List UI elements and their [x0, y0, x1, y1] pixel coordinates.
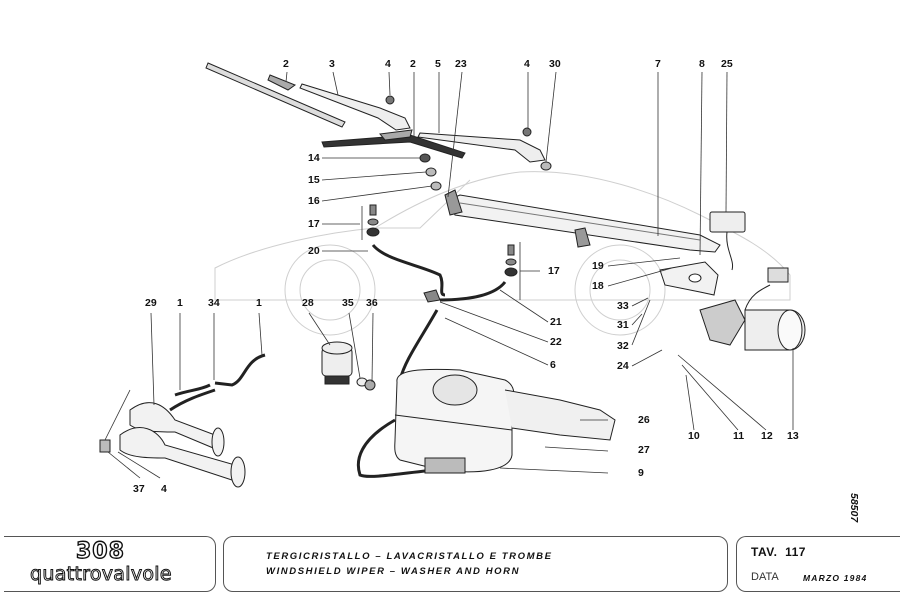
callout-2-blade: 2: [410, 58, 416, 70]
wiper-arm-right: [417, 127, 552, 171]
callout-31: 31: [617, 319, 629, 331]
washer-reservoir: [394, 368, 616, 474]
date-label: DATA: [751, 571, 779, 583]
callout-9: 9: [638, 467, 644, 479]
callout-25: 25: [721, 58, 733, 70]
callout-32: 32: [617, 340, 629, 352]
callout-34: 34: [208, 297, 220, 309]
washer-jets: [366, 204, 518, 303]
wiper-blade-right: [321, 129, 466, 159]
callout-26: 26: [638, 414, 650, 426]
callout-1: 1: [256, 297, 262, 309]
plate-info-panel: TAV. 117 DATA MARZO 1984: [736, 536, 900, 592]
callout-2-blade: 2: [283, 58, 289, 70]
callout-21: 21: [550, 316, 562, 328]
wiper-motor: [699, 267, 806, 351]
plate-value: 117: [785, 545, 806, 559]
callout-24: 24: [617, 360, 629, 372]
callout-37: 37: [133, 483, 145, 495]
wiper-linkage: [444, 189, 721, 253]
callout-12: 12: [761, 430, 773, 442]
callout-15: 15: [308, 174, 320, 186]
callout-7: 7: [655, 58, 661, 70]
callout-19: 19: [592, 260, 604, 272]
callout-17: 17: [548, 265, 560, 277]
callout-6: 6: [550, 359, 556, 371]
callout-35: 35: [342, 297, 354, 309]
callout-1: 1: [177, 297, 183, 309]
callout-29: 29: [145, 297, 157, 309]
horn-compressor: [321, 341, 376, 391]
callout-30: 30: [549, 58, 561, 70]
callout-5: 5: [435, 58, 441, 70]
sheet-title-english: WINDSHIELD WIPER – WASHER AND HORN: [266, 566, 521, 577]
callout-23: 23: [455, 58, 467, 70]
exploded-parts-diagram: [99, 62, 806, 488]
callout-28: 28: [302, 297, 314, 309]
model-logo-panel: 308 quattrovalvole: [4, 536, 216, 592]
callout-18: 18: [592, 280, 604, 292]
model-logo-number: 308: [75, 538, 125, 564]
callout-4: 4: [161, 483, 167, 495]
callout-10: 10: [688, 430, 700, 442]
callout-20: 20: [308, 245, 320, 257]
callout-22: 22: [550, 336, 562, 348]
plate-number: TAV. 117: [751, 545, 806, 559]
motor-bracket: [659, 261, 719, 296]
callout-4: 4: [385, 58, 391, 70]
callout-16: 16: [308, 195, 320, 207]
callout-14: 14: [308, 152, 320, 164]
car-silhouette: [214, 171, 791, 336]
callout-33: 33: [617, 300, 629, 312]
callout-27: 27: [638, 444, 650, 456]
wiper-arm-left: [299, 83, 411, 131]
plate-label: TAV.: [751, 545, 778, 559]
relay: [709, 211, 746, 271]
date-value: MARZO 1984: [803, 573, 868, 583]
sheet-title-panel: TERGICRISTALLO – LAVACRISTALLO E TROMBE …: [223, 536, 728, 592]
wiper-blade-left: [205, 62, 346, 128]
callout-13: 13: [787, 430, 799, 442]
model-logo-subtitle: quattrovalvole: [30, 563, 173, 586]
callout-11: 11: [733, 430, 745, 442]
callout-36: 36: [366, 297, 378, 309]
callout-3: 3: [329, 58, 335, 70]
callout-8: 8: [699, 58, 705, 70]
drawing-number: 58507: [848, 493, 860, 523]
callout-4: 4: [524, 58, 530, 70]
callout-17: 17: [308, 218, 320, 230]
sheet-title-italian: TERGICRISTALLO – LAVACRISTALLO E TROMBE: [266, 551, 553, 562]
leader-lines: [104, 71, 794, 479]
air-horns: [99, 383, 246, 488]
